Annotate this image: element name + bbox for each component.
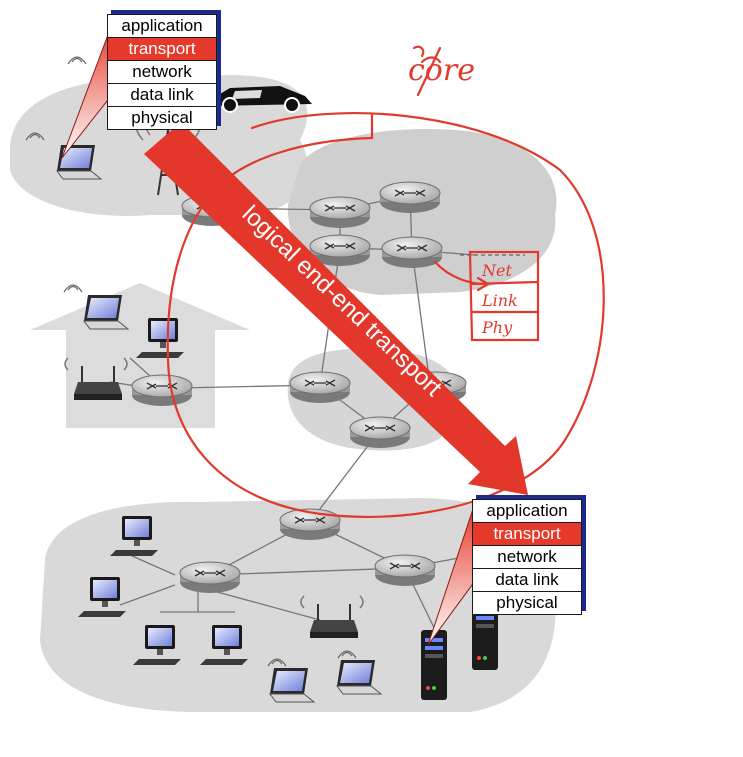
router-home (131, 374, 193, 407)
layer-transport: transport (108, 38, 216, 61)
pointer-arrow (433, 260, 491, 292)
layer-network: network (473, 546, 581, 569)
destination-protocol-stack: application transport network data link … (472, 499, 582, 615)
handwritten-annotations (166, 45, 605, 518)
car-icon (210, 86, 312, 113)
router-mid-3 (349, 416, 411, 449)
core-note: core (408, 53, 475, 88)
layer-transport: transport (473, 523, 581, 546)
source-protocol-stack: application transport network data link … (107, 14, 217, 130)
mini-stack-phy: Phy (481, 318, 513, 337)
router-core-1 (309, 196, 371, 229)
router-bottom-3 (374, 554, 436, 587)
layer-application: application (473, 500, 581, 523)
wireless-waves-icon (63, 284, 83, 293)
layer-physical: physical (131, 108, 193, 127)
router-bottom-1 (279, 508, 341, 541)
layer-data-link: data link (108, 84, 216, 107)
layer-network: network (108, 61, 216, 84)
handwritten-circle (166, 112, 605, 518)
router-mid-1 (289, 371, 351, 404)
router-core-2 (379, 181, 441, 214)
server-1-icon (421, 630, 447, 700)
router-bottom-2 (179, 561, 241, 594)
mini-stack-link: Link (481, 291, 518, 310)
layer-data-link: data link (473, 569, 581, 592)
wireless-waves-icon (67, 56, 87, 65)
router-core-4 (381, 236, 443, 269)
strikethrough-scribble (412, 45, 442, 97)
layer-application: application (108, 15, 216, 38)
layer-physical: physical (496, 593, 558, 612)
mini-stack-net: Net (481, 261, 512, 280)
